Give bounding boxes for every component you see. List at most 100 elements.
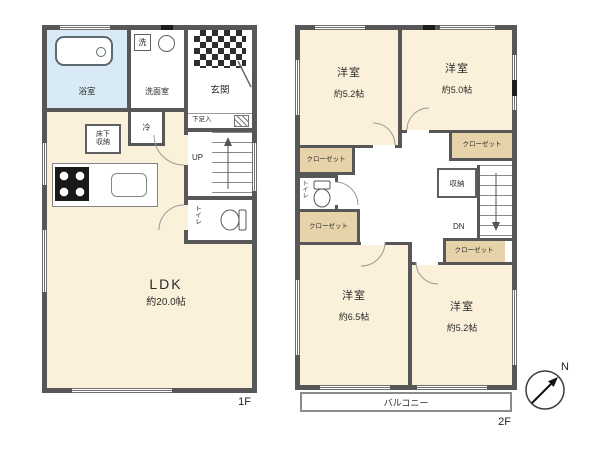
window-mark: [512, 290, 517, 365]
wall-segment: [395, 145, 398, 148]
wall-segment: [477, 165, 480, 241]
entrance-label: 玄関: [210, 85, 230, 96]
vent-mark: [161, 25, 173, 30]
bedroom-tr-size: 約5.0帖: [441, 85, 473, 95]
stairs-down-label: DN: [453, 222, 465, 231]
storage-label: 収納: [449, 178, 465, 188]
closet-right: クローゼット: [443, 241, 505, 262]
bedroom-bottom-right: 洋室 約5.2帖: [412, 265, 512, 385]
stove-icon: [55, 167, 89, 201]
toilet-label-2f: トイレ: [301, 180, 307, 198]
wall-segment: [398, 30, 402, 148]
washroom-label: 洗面室: [145, 87, 169, 96]
kitchen-counter: [52, 163, 158, 207]
wall-segment: [412, 262, 416, 265]
floor2-label: 2F: [498, 416, 511, 428]
stairs-up-area: UP: [188, 132, 252, 196]
wall-segment: [443, 238, 446, 265]
vent-mark: [512, 80, 517, 96]
compass-north-label: N: [561, 361, 569, 373]
balcony: バルコニー: [300, 392, 512, 412]
floor1-label: 1F: [238, 396, 251, 408]
wall-segment: [438, 262, 512, 265]
wall-segment: [449, 158, 512, 161]
wall-segment: [188, 196, 252, 200]
wall-segment: [127, 30, 131, 108]
washing-machine-icon: 洗: [134, 34, 151, 51]
window-mark: [440, 25, 495, 30]
floor1-plan: LDK 約20.0帖 浴室 洗 洗面室 玄関 下足入 冷 UP: [42, 25, 257, 393]
bedroom-top-left: 洋室 約5.2帖: [300, 30, 398, 145]
wall-segment: [184, 30, 188, 135]
closet-label: クローゼット: [309, 222, 348, 230]
wall-segment: [47, 108, 188, 112]
wall-segment: [184, 240, 252, 244]
closet-mid-left: クローゼット: [300, 212, 357, 242]
wall-segment: [300, 172, 355, 175]
bedroom-tl-size: 約5.2帖: [333, 89, 365, 99]
window-mark: [60, 25, 110, 30]
toilet-room-2f: トイレ: [300, 178, 335, 210]
window-mark: [315, 25, 365, 30]
wall-segment: [357, 209, 360, 242]
floor2-plan: 洋室 約5.2帖 洋室 約5.0帖 洋室 約6.5帖 洋室 約5.2帖 クローゼ…: [295, 25, 517, 390]
wall-segment: [385, 242, 408, 245]
underfloor-storage-label: 床下収納: [96, 130, 110, 146]
washroom: 洗 洗面室: [131, 30, 184, 108]
storage-room: 収納: [437, 168, 477, 198]
bathroom: 浴室: [47, 30, 127, 108]
vent-mark: [423, 25, 435, 30]
bedroom-top-right: 洋室 約5.0帖: [402, 30, 512, 130]
bedroom-br-size: 約5.2帖: [446, 323, 478, 333]
wall-segment: [402, 130, 407, 133]
fridge-label: 冷: [142, 122, 151, 132]
bedroom-tl-label: 洋室: [337, 67, 361, 79]
shoe-cabinet-hatch: [234, 115, 249, 127]
wall-segment: [408, 242, 412, 385]
window-mark: [252, 143, 257, 191]
bedroom-bl-label: 洋室: [342, 290, 366, 302]
bedroom-bl-size: 約6.5帖: [338, 312, 370, 322]
wall-segment: [335, 205, 338, 210]
compass-icon: N: [525, 361, 569, 410]
stairs-down-area: [480, 165, 512, 241]
window-mark: [295, 280, 300, 355]
stairs-up-label: UP: [192, 153, 204, 162]
bathroom-label: 浴室: [78, 86, 96, 96]
wall-segment: [449, 133, 452, 158]
closet-label: クローゼット: [462, 141, 502, 149]
kitchen-sink-icon: [111, 173, 147, 197]
bedroom-bottom-left: 洋室 約6.5帖: [300, 245, 408, 385]
wall-segment: [184, 165, 188, 205]
wall-segment: [300, 242, 361, 245]
window-mark: [417, 385, 487, 390]
wall-segment: [128, 143, 165, 146]
wall-segment: [335, 175, 338, 182]
wall-segment: [300, 209, 357, 212]
wall-segment: [352, 148, 355, 172]
balcony-label: バルコニー: [383, 397, 429, 408]
wall-segment: [128, 112, 131, 146]
stairs-treads: [212, 132, 252, 196]
toilet-room-1f: トイレ: [188, 200, 252, 240]
fridge-space: 冷: [131, 112, 162, 143]
toilet-label-1f: トイレ: [193, 205, 201, 225]
toilet-icon-1f: [220, 209, 247, 231]
entrance: 玄関 下足入: [188, 30, 252, 128]
window-mark: [42, 143, 47, 185]
closet-top-left: クローゼット: [300, 148, 352, 172]
wall-segment: [429, 130, 512, 133]
shoe-cabinet-line: [188, 113, 252, 114]
ldk-size-label: 約20.0帖: [146, 297, 186, 308]
window-mark: [320, 385, 390, 390]
wall-segment: [300, 175, 338, 178]
wall-segment: [188, 128, 252, 132]
wall-segment: [162, 112, 165, 146]
wall-segment: [184, 230, 188, 244]
bathtub-icon: [55, 36, 113, 66]
window-mark: [42, 230, 47, 292]
shoe-cabinet-label: 下足入: [192, 116, 212, 123]
sink-icon: [158, 35, 175, 52]
window-mark: [72, 388, 172, 393]
